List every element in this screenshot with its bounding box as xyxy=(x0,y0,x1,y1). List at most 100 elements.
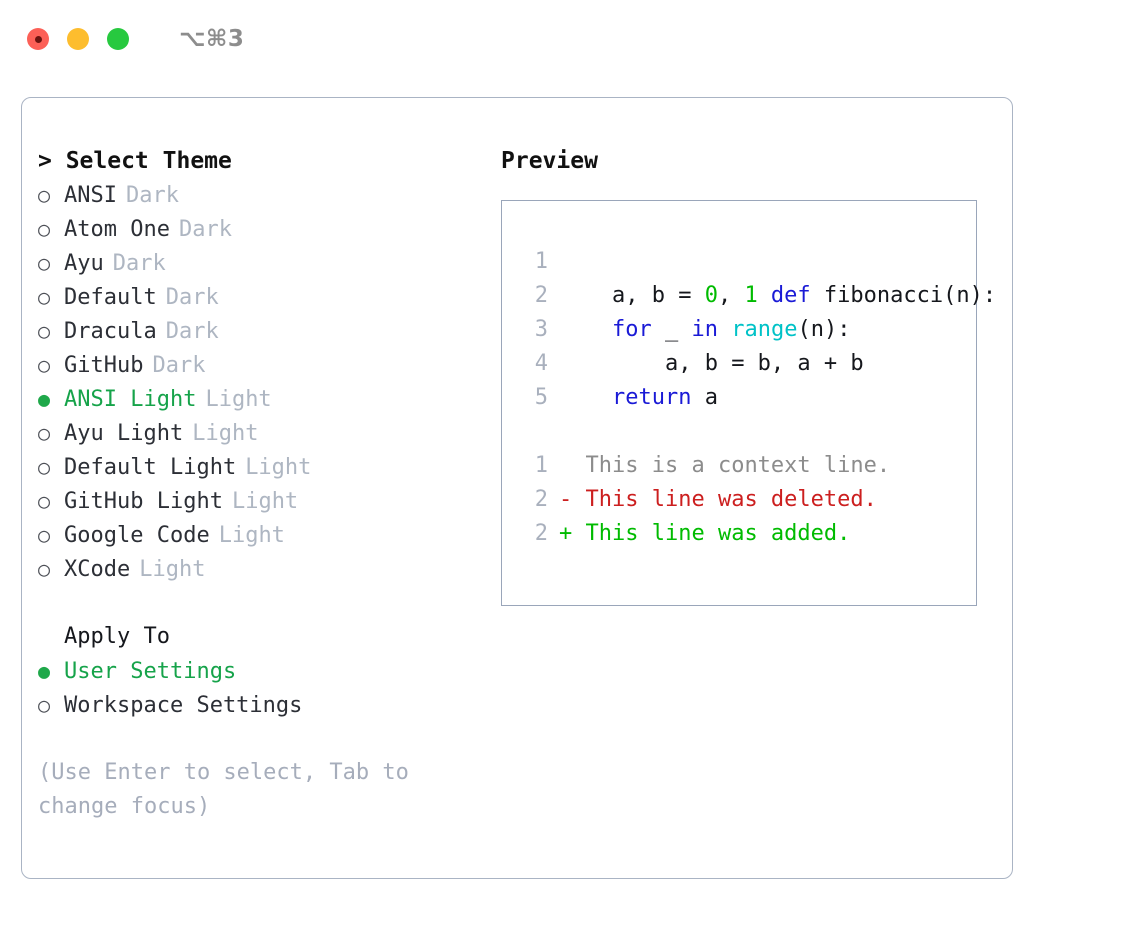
code-token-plain: (n): xyxy=(797,317,851,342)
code-token-function: range xyxy=(731,317,798,342)
theme-name-label: GitHub xyxy=(64,353,144,378)
theme-name-label: Default xyxy=(64,285,157,310)
theme-name-label: Default Light xyxy=(64,455,237,480)
select-theme-header: > Select Theme xyxy=(38,148,232,174)
diff-line-deleted: 2 - This line was deleted. xyxy=(520,483,976,517)
apply-to-list: ● User Settings ○ Workspace Settings xyxy=(38,654,492,722)
theme-name-label: Ayu Light xyxy=(64,421,184,446)
code-indent xyxy=(559,385,612,410)
code-sample: 1 def fibonacci(n): 2 a, b = 0, 1 3 fo xyxy=(520,245,996,415)
minimize-button-icon[interactable] xyxy=(67,28,89,50)
maximize-button-icon[interactable] xyxy=(107,28,129,50)
line-number: 2 xyxy=(534,521,548,546)
line-number: 1 xyxy=(534,249,548,274)
radio-icon[interactable]: ○ xyxy=(38,557,51,581)
theme-kind-label: Dark xyxy=(112,251,166,276)
diff-line-added: 2 + This line was added. xyxy=(520,517,976,551)
code-token-keyword: def xyxy=(770,283,811,308)
line-number: 5 xyxy=(534,385,548,410)
diff-prefix xyxy=(559,453,586,478)
radio-icon[interactable]: ● xyxy=(38,387,51,411)
radio-icon[interactable]: ○ xyxy=(38,455,51,479)
theme-kind-label: Light xyxy=(231,489,299,514)
preview-title: Preview xyxy=(501,148,598,174)
code-token-plain: , xyxy=(717,283,745,308)
theme-selection-column: > Select Theme ○ ANSI Dark ○ Atom One Da… xyxy=(22,98,492,878)
code-token-plain: fibonacci(n): xyxy=(810,283,997,308)
close-button-icon[interactable] xyxy=(27,28,49,50)
code-token-keyword: return xyxy=(611,385,692,410)
radio-icon[interactable]: ○ xyxy=(38,251,51,275)
radio-icon[interactable]: ○ xyxy=(38,183,51,207)
code-indent xyxy=(559,351,665,376)
diff-sample: 1 This is a context line. 2 - This line … xyxy=(520,449,976,551)
line-number: 2 xyxy=(534,487,548,512)
theme-kind-label: Dark xyxy=(125,183,179,208)
diff-prefix: - xyxy=(559,487,586,512)
apply-to-item-selected[interactable]: ● User Settings xyxy=(38,654,492,688)
theme-list-item[interactable]: ○ Ayu Dark xyxy=(38,246,492,280)
theme-kind-label: Dark xyxy=(178,217,232,242)
theme-kind-label: Light xyxy=(139,557,206,582)
theme-name-label: Ayu xyxy=(64,251,104,276)
radio-icon[interactable]: ○ xyxy=(38,285,51,309)
theme-list-item[interactable]: ○ GitHub Dark xyxy=(38,348,492,382)
line-number: 2 xyxy=(534,283,548,308)
radio-icon[interactable]: ○ xyxy=(38,523,51,547)
radio-icon[interactable]: ○ xyxy=(38,217,51,241)
apply-to-item[interactable]: ○ Workspace Settings xyxy=(38,688,492,722)
code-token-number: 1 xyxy=(744,283,758,308)
theme-name-label: Dracula xyxy=(64,319,157,344)
theme-list-item[interactable]: ○ XCode Light xyxy=(38,552,492,586)
list-spacer xyxy=(38,586,492,620)
theme-list-item[interactable]: ○ Ayu Light Light xyxy=(38,416,492,450)
code-token-number: 0 xyxy=(704,283,718,308)
theme-name-label: XCode xyxy=(64,557,131,582)
code-line: 3 for _ in range(n): xyxy=(520,313,976,347)
radio-icon[interactable]: ○ xyxy=(38,693,51,717)
title-bar: ⌥⌘3 xyxy=(0,0,1140,78)
theme-name-label: GitHub Light xyxy=(64,489,223,514)
theme-name-label: Atom One xyxy=(64,217,170,242)
code-token-plain: a xyxy=(691,385,718,410)
theme-name-label: ANSI Light xyxy=(64,387,197,412)
line-number: 4 xyxy=(534,351,548,376)
keyboard-shortcut-label: ⌥⌘3 xyxy=(179,26,245,52)
diff-prefix: + xyxy=(559,521,586,546)
theme-kind-label: Light xyxy=(218,523,285,548)
code-line: 4 a, b = b, a + b xyxy=(520,347,976,381)
code-line: 1 def fibonacci(n): xyxy=(520,245,996,308)
diff-text: This line was deleted. xyxy=(585,487,877,512)
theme-list-item[interactable]: ○ Default Dark xyxy=(38,280,492,314)
code-token-plain: a, b = b, a + b xyxy=(664,351,864,376)
radio-icon[interactable]: ● xyxy=(38,659,51,683)
code-line: 2 a, b = 0, 1 xyxy=(520,279,976,313)
code-diff-separator xyxy=(520,415,976,449)
radio-icon[interactable]: ○ xyxy=(38,353,51,377)
code-indent xyxy=(559,283,612,308)
theme-list: ○ ANSI Dark ○ Atom One Dark ○ Ayu Dark xyxy=(38,178,492,586)
code-token-keyword: for xyxy=(611,317,652,342)
theme-list-item[interactable]: ○ Google Code Light xyxy=(38,518,492,552)
theme-kind-label: Light xyxy=(205,387,272,412)
main-panel: > Select Theme ○ ANSI Dark ○ Atom One Da… xyxy=(21,97,1013,879)
theme-list-item[interactable]: ○ Dracula Dark xyxy=(38,314,492,348)
apply-to-item-label: User Settings xyxy=(64,659,237,684)
code-line: 5 return a xyxy=(520,381,976,415)
theme-list-item[interactable]: ○ GitHub Light Light xyxy=(38,484,492,518)
keyboard-hint-text: (Use Enter to select, Tab to change focu… xyxy=(38,760,409,819)
theme-kind-label: Light xyxy=(245,455,312,480)
theme-list-item[interactable]: ○ Default Light Light xyxy=(38,450,492,484)
theme-list-item[interactable]: ○ ANSI Dark xyxy=(38,178,492,212)
radio-icon[interactable]: ○ xyxy=(38,319,51,343)
code-token-plain: _ xyxy=(651,317,692,342)
radio-icon[interactable]: ○ xyxy=(38,421,51,445)
theme-list-item[interactable]: ○ Atom One Dark xyxy=(38,212,492,246)
radio-icon[interactable]: ○ xyxy=(38,489,51,513)
diff-line-context: 1 This is a context line. xyxy=(520,449,976,483)
theme-list-item-selected[interactable]: ● ANSI Light Light xyxy=(38,382,492,416)
line-number: 1 xyxy=(534,453,548,478)
apply-to-label: Apply To xyxy=(64,624,170,649)
code-indent xyxy=(559,317,612,342)
